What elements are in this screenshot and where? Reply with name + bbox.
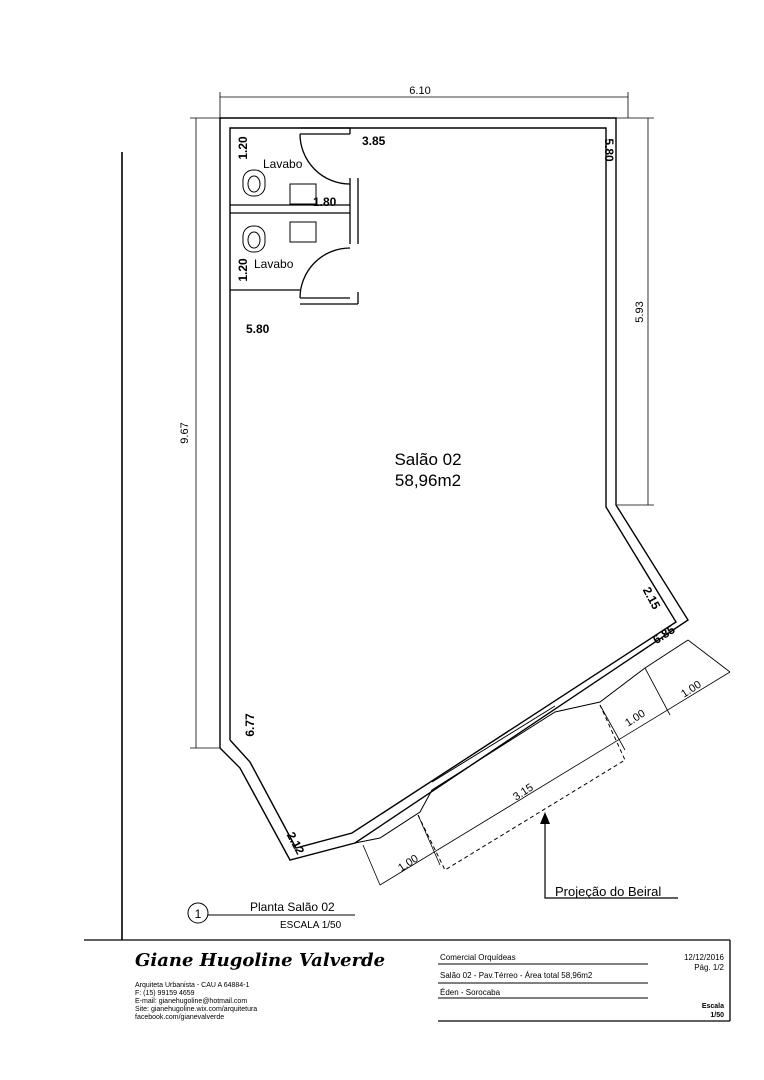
view-number-circle — [187, 902, 209, 924]
dim-diag-right: 6.85 — [650, 622, 677, 647]
dim-right-lower: 2.15 — [640, 585, 663, 612]
beiral-projection — [417, 704, 626, 871]
dim-right-upper: 5.93 — [634, 301, 646, 322]
architect-line-2: F: (15) 99159 4659 — [135, 990, 195, 997]
dim-inner-left-top: 5.80 — [246, 322, 270, 336]
view-number: 1 — [195, 907, 202, 921]
architect-line-4: Site: gianehugoline.wix.com/arquitetura — [135, 1006, 257, 1013]
beiral-leader — [544, 818, 678, 899]
dim-bottom-small: 2.12 — [284, 830, 307, 857]
dim-top-total: 6.10 — [409, 85, 430, 97]
page-number: Pág. 1/2 — [694, 963, 724, 972]
sink-fixtures — [242, 169, 317, 253]
storefront-glazing — [354, 639, 689, 844]
lavabo-walls — [230, 127, 359, 305]
dim-lav-top-left: 1.20 — [236, 136, 250, 160]
project-location: Éden - Sorocaba — [440, 988, 501, 997]
architect-line-1: Arquiteta Urbanista - CAU A 64884-1 — [135, 982, 250, 989]
project-description: Salão 02 - Pav.Térreo - Área total 58,96… — [440, 971, 593, 980]
view-scale: ESCALA 1/50 — [280, 920, 342, 931]
view-title: Planta Salão 02 — [250, 900, 335, 914]
room-name: Salão 02 — [394, 450, 461, 469]
dim-left-total: 9.67 — [179, 422, 191, 443]
architect-signature: Giane Hugoline Valverde — [135, 950, 385, 971]
dim-beiral-center: 3.15 — [511, 782, 536, 804]
dim-lav-mid: 1.80 — [313, 195, 337, 209]
scale-value: 1/50 — [710, 1012, 724, 1019]
room-area: 58,96m2 — [395, 471, 461, 490]
architect-line-5: facebook.com/gianevalverde — [135, 1014, 224, 1021]
dim-right-inner: 5.80 — [602, 138, 616, 162]
beiral-arrow-head — [540, 812, 550, 824]
dim-lav-wall-top: 3.85 — [362, 134, 386, 148]
project-name: Comercial Orquídeas — [440, 953, 516, 962]
dim-lav-bottom-left: 1.20 — [236, 258, 250, 282]
architect-line-3: E-mail: gianehugoline@hotmail.com — [135, 998, 247, 1005]
title-block-frame — [84, 939, 731, 1022]
dim-left-lower: 6.77 — [243, 713, 257, 737]
lavabo-label-1: Lavabo — [263, 157, 303, 171]
beiral-label: Projeção do Beiral — [555, 884, 661, 899]
dim-beiral-mid: 1.00 — [623, 708, 648, 730]
scale-label: Escala — [702, 1003, 724, 1010]
dim-beiral-right: 1.00 — [679, 679, 704, 701]
drawing-date: 12/12/2016 — [684, 953, 725, 962]
lavabo-label-2: Lavabo — [254, 257, 294, 271]
dimension-lines — [190, 92, 731, 886]
exterior-walls — [219, 117, 689, 861]
dim-beiral-left: 1.00 — [396, 853, 421, 875]
